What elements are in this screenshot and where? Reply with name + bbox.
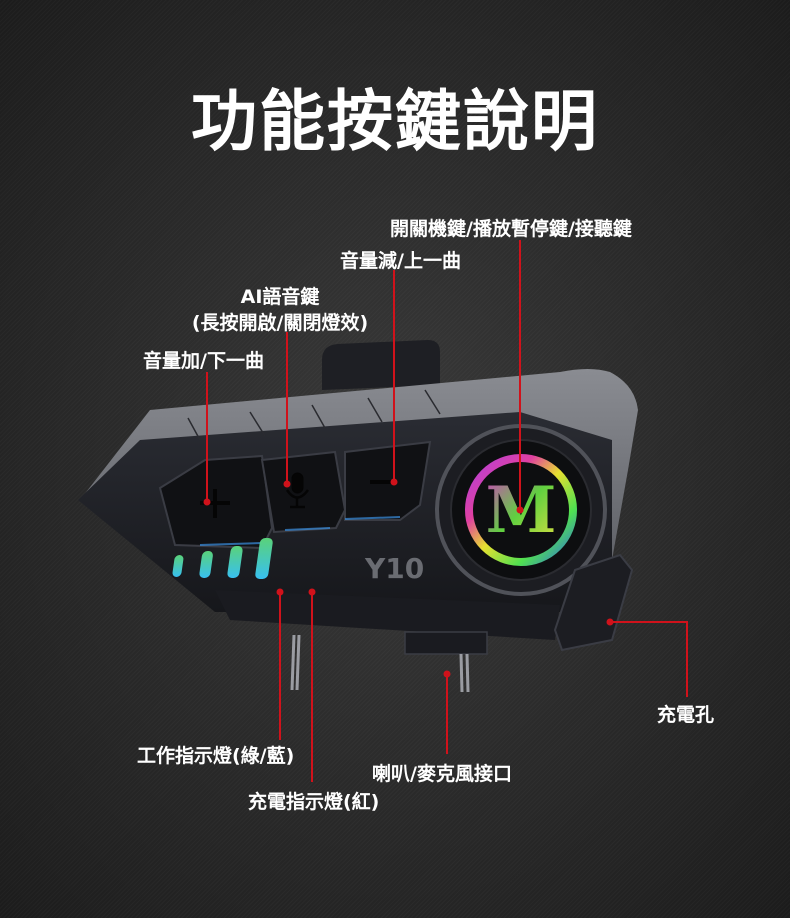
page-title: 功能按鍵說明 (191, 83, 599, 160)
callout-line-volume-down (393, 270, 395, 482)
led-indicator-bars (172, 538, 273, 579)
callout-dot-volume-down (390, 478, 398, 486)
label-volume-up-next: 音量加/下一曲 (143, 350, 264, 372)
callout-line-power (519, 240, 521, 510)
microphone-icon (285, 472, 310, 509)
label-ai-voice-title: AI語音鍵 (240, 286, 320, 308)
callout-dot-speaker-mic (443, 670, 451, 678)
top-clip (322, 340, 440, 390)
label-power-play-answer: 開關機鍵/播放暫停鍵/接聽鍵 (390, 218, 632, 240)
callout-dot-power (516, 506, 524, 514)
callout-line-volume-up (206, 372, 208, 502)
mount-pins (290, 634, 470, 693)
label-work-indicator: 工作指示燈(綠/藍) (137, 745, 295, 767)
callout-line-ai-voice (286, 332, 288, 484)
label-ai-voice-subtitle: (長按開啟/關閉燈效) (191, 312, 369, 334)
rgb-light-ring (465, 454, 577, 566)
label-volume-down-prev: 音量減/上一曲 (340, 250, 461, 272)
callout-dot-charge-indicator (308, 588, 316, 596)
label-charging-port: 充電孔 (657, 704, 715, 726)
callout-dot-charging-port (606, 618, 614, 626)
callout-line-work-indicator (279, 592, 281, 740)
bottom-connector (404, 631, 488, 655)
callout-dot-work-indicator (276, 588, 284, 596)
label-charge-indicator: 充電指示燈(紅) (248, 791, 380, 813)
model-label: Y10 (364, 552, 424, 585)
ai-voice-button (260, 450, 347, 534)
charging-port-cover (553, 553, 634, 652)
callout-line-charging-port-h (610, 621, 687, 623)
label-speaker-mic-port: 喇叭/麥克風接口 (372, 763, 512, 785)
callout-line-speaker-mic (446, 674, 448, 754)
callout-line-charging-port-v (686, 621, 688, 697)
callout-dot-volume-up (203, 498, 211, 506)
callout-line-charge-indicator (311, 592, 313, 782)
body-bottom (215, 590, 560, 640)
callout-dot-ai-voice (283, 480, 291, 488)
